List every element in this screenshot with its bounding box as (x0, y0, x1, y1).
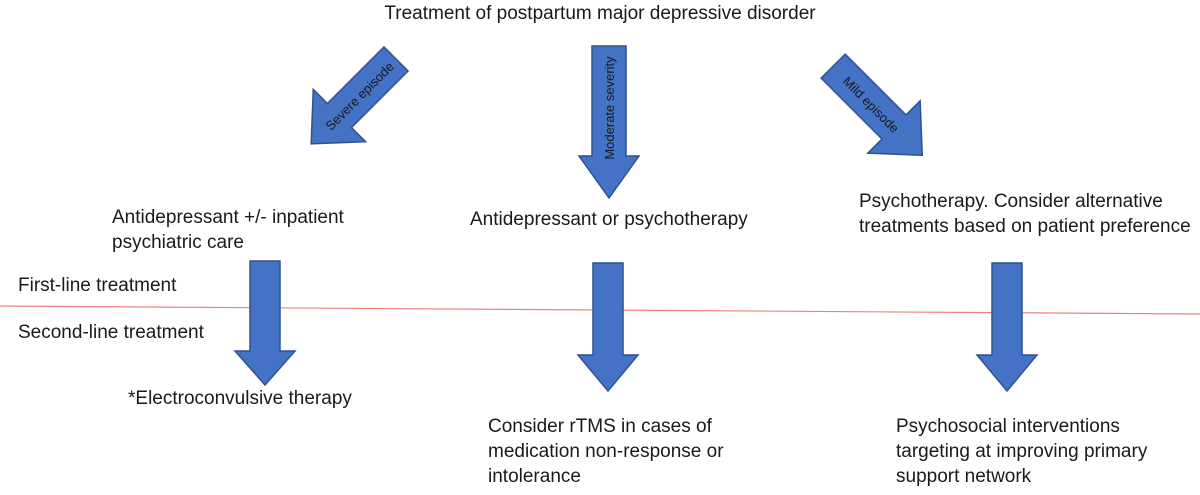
mild-second-line-arrow (975, 262, 1039, 393)
moderate-second-line-arrow (576, 262, 640, 393)
mild-first-line-treatment: Psychotherapy. Consider alternative trea… (859, 191, 1191, 237)
severe-second-line-arrow (233, 260, 297, 387)
severe-second-line-treatment: *Electroconvulsive therapy (128, 388, 352, 409)
moderate-arrow-label: Moderate severity (602, 56, 617, 160)
moderate-second-line-treatment: Consider rTMS in cases of medication non… (488, 416, 724, 487)
severe-episode-arrow: Severe episode (310, 45, 410, 145)
second-line-label: Second-line treatment (18, 322, 204, 343)
moderate-severity-arrow: Moderate severity (577, 45, 641, 200)
first-line-label: First-line treatment (18, 275, 177, 296)
diagram-title: Treatment of postpartum major depressive… (384, 3, 816, 24)
moderate-first-line-treatment: Antidepressant or psychotherapy (470, 209, 748, 230)
mild-second-line-treatment: Psychosocial interventions targeting at … (896, 416, 1148, 487)
severe-arrow-label: Severe episode (322, 59, 396, 133)
mild-episode-arrow: Mild episode (820, 53, 924, 157)
severe-first-line-treatment: Antidepressant +/- inpatient psychiatric… (112, 207, 344, 253)
